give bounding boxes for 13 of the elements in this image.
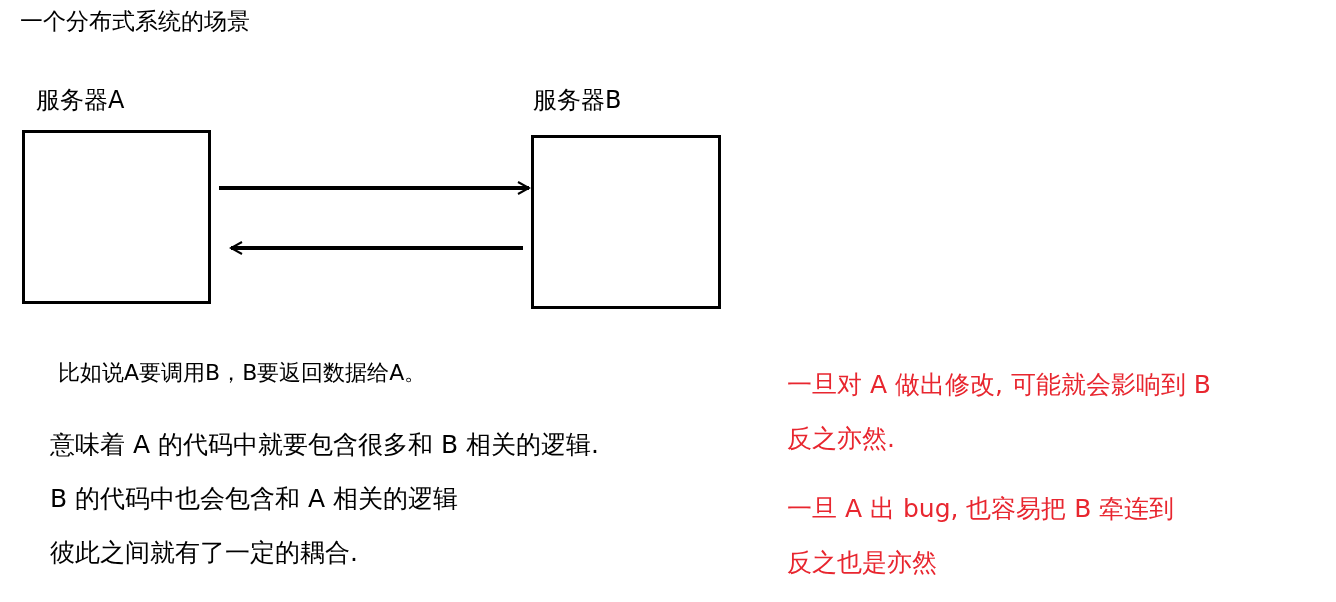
note-text: 一旦对 A 做出修改, 可能就会影响到 B (787, 369, 1211, 401)
note-text: 比如说A要调用B，B要返回数据给A。 (58, 359, 427, 387)
note-text: 反之亦然. (787, 423, 895, 455)
note-text: 彼此之间就有了一定的耦合. (50, 537, 358, 569)
arrow (219, 181, 530, 195)
note-text: B 的代码中也会包含和 A 相关的逻辑 (50, 483, 459, 515)
note-text: 一旦 A 出 bug, 也容易把 B 牵连到 (787, 493, 1175, 525)
note-text: 反之也是亦然 (787, 547, 937, 579)
arrow (230, 241, 523, 255)
title: 一个分布式系统的场景 (20, 7, 250, 36)
box-heading: 服务器A (36, 85, 125, 116)
box-heading: 服务器B (533, 85, 622, 116)
note-text: 意味着 A 的代码中就要包含很多和 B 相关的逻辑. (50, 429, 599, 461)
